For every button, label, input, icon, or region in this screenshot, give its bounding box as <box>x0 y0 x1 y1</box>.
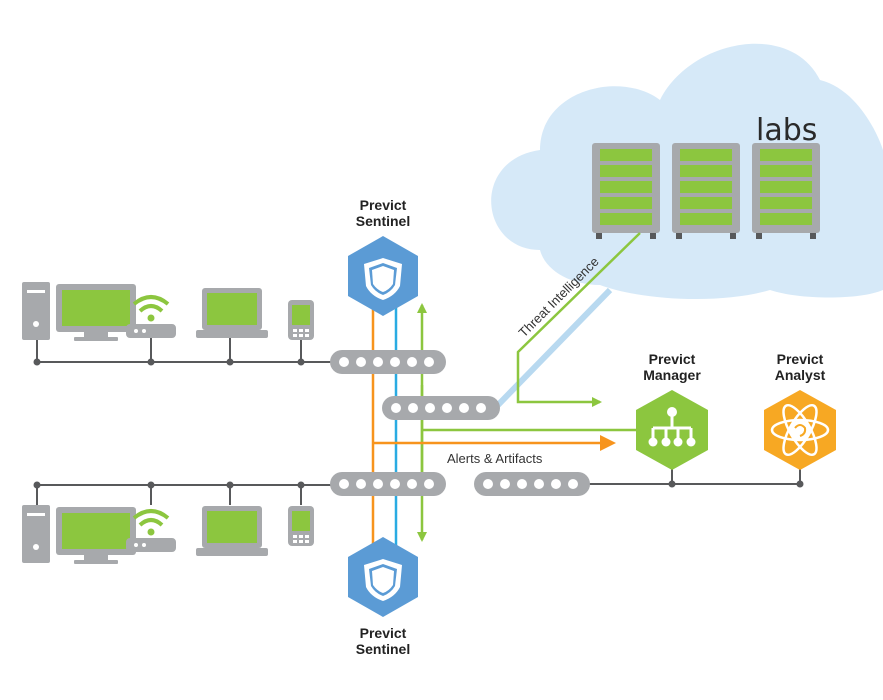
manager-label-2: Manager <box>643 367 701 383</box>
sentinel-bottom-node[interactable] <box>348 537 418 617</box>
desktop-computer-icon <box>22 505 136 564</box>
desktop-computer-icon <box>22 282 136 341</box>
network-switch-icon <box>382 396 500 420</box>
wifi-router-icon <box>126 295 176 338</box>
bottom-network <box>33 481 335 505</box>
laptop-icon <box>196 506 268 556</box>
alerts-label: Alerts & Artifacts <box>447 451 543 466</box>
wifi-router-icon <box>126 509 176 552</box>
cloud-link <box>495 287 613 408</box>
manager-label-1: Previct <box>649 351 696 367</box>
smartphone-icon <box>288 506 314 546</box>
manager-bus <box>585 465 804 488</box>
smartphone-icon <box>288 300 314 340</box>
cloud-label: labs <box>756 113 817 148</box>
server-rack-icon <box>672 143 740 239</box>
sentinel-top-node[interactable] <box>348 236 418 316</box>
analyst-node[interactable] <box>764 390 836 470</box>
sentinel-top-label-2: Sentinel <box>356 213 410 229</box>
manager-node[interactable] <box>636 390 708 470</box>
server-rack-icon <box>752 143 820 239</box>
hierarchy-icon <box>648 407 696 447</box>
server-rack-icon <box>592 143 660 239</box>
network-switch-icon <box>474 472 590 496</box>
network-switch-icon <box>330 472 446 496</box>
sentinel-bottom-label-1: Previct <box>360 625 407 641</box>
sentinel-top-label-1: Previct <box>360 197 407 213</box>
analyst-label-1: Previct <box>777 351 824 367</box>
laptop-icon <box>196 288 268 338</box>
network-switch-icon <box>330 350 446 374</box>
shield-icon <box>364 258 402 300</box>
sentinel-bottom-label-2: Sentinel <box>356 641 410 657</box>
shield-icon <box>364 559 402 601</box>
top-network <box>33 338 335 366</box>
threat-intel-line <box>516 232 641 407</box>
analyst-label-2: Analyst <box>775 367 826 383</box>
atom-brain-icon <box>770 403 830 457</box>
alerts-arrowhead <box>600 435 616 451</box>
